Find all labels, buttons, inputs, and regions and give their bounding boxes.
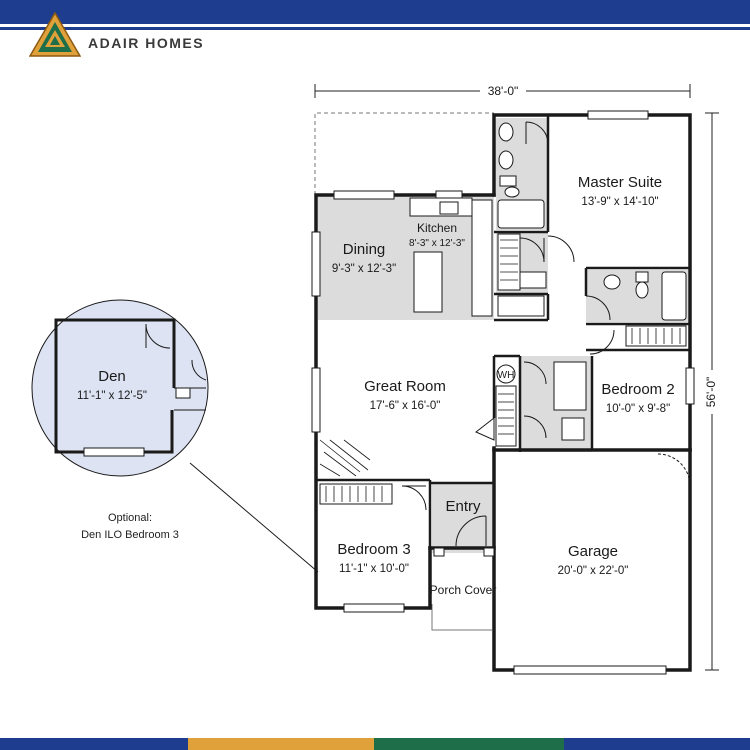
header-rule — [0, 27, 750, 30]
den-details — [83, 323, 207, 457]
bedroom3-label: Bedroom 3 — [337, 541, 410, 558]
kitchen-label: Kitchen — [417, 221, 457, 235]
overall-depth: 56'-0" — [704, 377, 718, 408]
optional-caption-line1: Optional: — [107, 512, 153, 524]
kitchen-size: 8'-3" x 12'-3" — [409, 238, 465, 249]
garage-size: 20'-0" x 22'-0" — [558, 565, 629, 577]
den-callout-line — [189, 462, 319, 573]
den-walls — [54, 318, 176, 454]
adair-logo-icon — [29, 12, 81, 57]
patio-outline — [314, 112, 494, 195]
bedroom2-label: Bedroom 2 — [601, 381, 674, 398]
great-room-size: 17'-6" x 16'-0" — [370, 400, 441, 412]
footer-stripe-blue — [0, 738, 188, 750]
master-suite-size: 13'-9" x 14'-10" — [581, 196, 658, 208]
great-room-label: Great Room — [364, 378, 446, 395]
master-suite-label: Master Suite — [578, 174, 662, 191]
closet-rods — [325, 239, 681, 502]
header-band — [0, 0, 750, 24]
footer-stripe-blue-2 — [564, 738, 750, 750]
porch-cover-label: Porch Cover — [430, 583, 497, 597]
den-callout-circle — [31, 299, 209, 477]
stairs — [319, 439, 371, 477]
fixtures — [409, 122, 687, 557]
water-heater-label: WH — [498, 370, 515, 381]
brand-name: ADAIR HOMES — [88, 35, 205, 51]
bedroom2-size: 10'-0" x 9'-8" — [606, 403, 670, 415]
dim-label-bg — [480, 84, 526, 98]
footer-stripe-orange — [188, 738, 374, 750]
dining-size: 9'-3" x 12'-3" — [332, 263, 396, 275]
dining-kitchen-shade — [318, 196, 494, 320]
optional-caption-line2: Den ILO Bedroom 3 — [81, 529, 179, 541]
entry-shade — [432, 483, 492, 553]
door-swings — [401, 121, 691, 547]
entry-label: Entry — [445, 498, 481, 515]
dining-label: Dining — [343, 241, 386, 258]
dim-label-bg — [705, 370, 719, 414]
overall-width: 38'-0" — [488, 84, 519, 98]
porch-outline — [431, 604, 492, 631]
optional-caption: Optional: Den ILO Bedroom 3 — [75, 510, 185, 544]
den-label: Den — [98, 368, 126, 385]
bedroom3-size: 11'-1" x 10'-0" — [339, 563, 409, 575]
garage-label: Garage — [568, 543, 618, 560]
footer-stripe-green — [374, 738, 564, 750]
den-size: 11'-1" x 12'-5" — [77, 390, 147, 402]
